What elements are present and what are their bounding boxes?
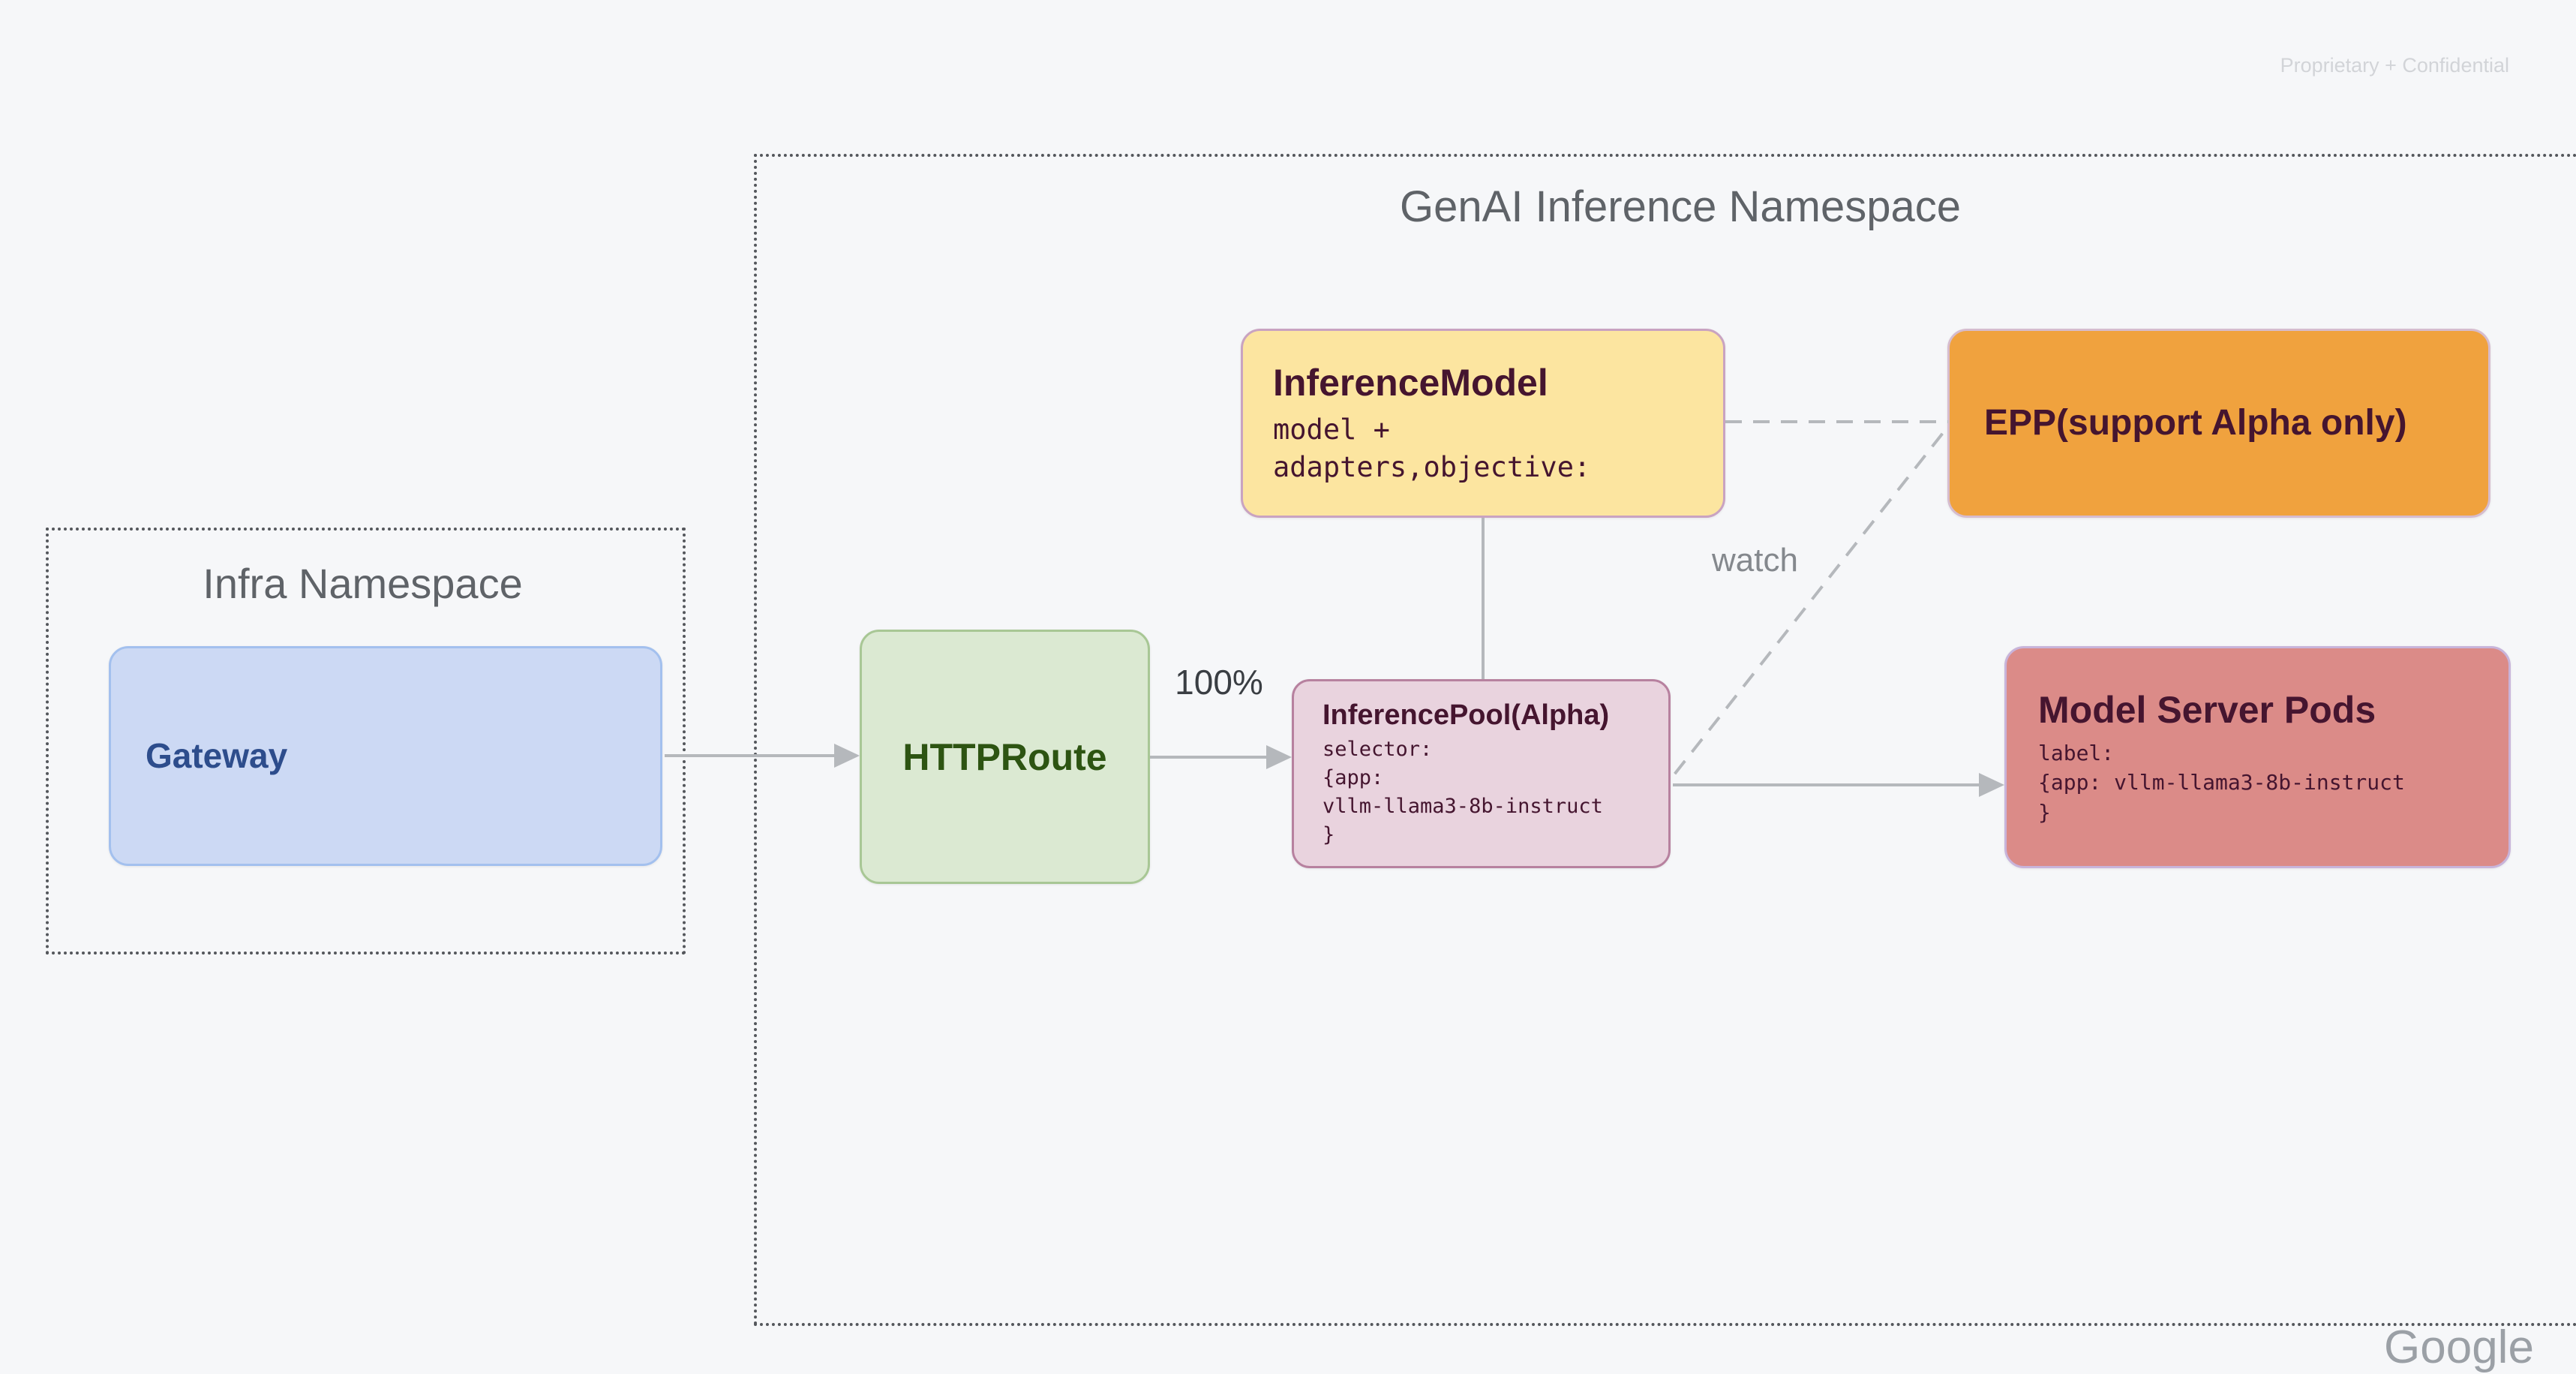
infra-namespace-box	[46, 528, 686, 955]
code-line: {app: vllm-llama3-8b-instruct	[2038, 770, 2405, 795]
code-line: }	[2038, 799, 2051, 825]
httproute-title: HTTPRoute	[902, 735, 1107, 778]
node-httproute: HTTPRoute	[860, 630, 1150, 884]
edge-gateway-to-httproute	[665, 754, 834, 757]
code-line: vllm-llama3-8b-instruct	[1323, 794, 1603, 818]
edge-label-watch: watch	[1712, 542, 1798, 579]
epp-title: EPP(support Alpha only)	[1984, 403, 2407, 443]
edge-httproute-to-pool	[1150, 756, 1266, 759]
edge-model-to-pool	[1482, 518, 1485, 679]
arrowhead-pool-to-pods	[1979, 773, 2004, 797]
arrowhead-httproute-to-pool	[1266, 745, 1292, 769]
genai-namespace-title: GenAI Inference Namespace	[1400, 182, 1961, 231]
slide-canvas: { "slide": { "confidential_label": "Prop…	[46, 54, 2576, 1373]
confidential-label: Proprietary + Confidential	[2280, 54, 2509, 77]
genai-namespace-box	[754, 154, 2576, 1326]
node-model-server-pods: Model Server Pods label: {app: vllm-llam…	[2004, 646, 2511, 868]
edge-pool-to-pods	[1673, 783, 1979, 786]
infra-namespace-title: Infra Namespace	[203, 560, 523, 607]
node-inference-pool: InferencePool(Alpha) selector: {app: vll…	[1292, 679, 1671, 868]
node-inference-model: InferenceModel model + adapters,objectiv…	[1241, 329, 1725, 518]
code-line: adapters,objective:	[1273, 451, 1591, 483]
edge-label-100pct: 100%	[1175, 663, 1263, 702]
code-line: {app:	[1323, 766, 1384, 789]
gateway-title: Gateway	[146, 735, 288, 775]
node-gateway: Gateway	[109, 646, 662, 866]
google-watermark: Google	[2384, 1321, 2534, 1373]
code-line: selector:	[1323, 738, 1433, 762]
arrowhead-gateway-to-httproute	[834, 744, 860, 768]
inference-pool-title: InferencePool(Alpha)	[1323, 699, 1610, 731]
code-line: model +	[1273, 413, 1390, 446]
code-line: }	[1323, 822, 1335, 846]
inference-model-title: InferenceModel	[1273, 362, 1548, 404]
code-line: label:	[2038, 741, 2115, 766]
model-server-pods-title: Model Server Pods	[2038, 689, 2376, 732]
node-epp: EPP(support Alpha only)	[1947, 329, 2490, 518]
edge-model-to-epp-dashed	[1725, 420, 1948, 423]
